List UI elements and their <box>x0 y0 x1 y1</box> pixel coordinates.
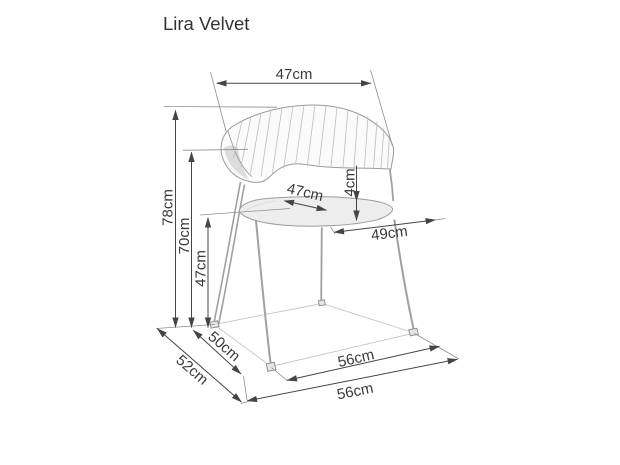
label-back-width: 47cm <box>276 66 313 83</box>
dimension-lines <box>156 80 458 403</box>
back-right-leg <box>320 227 323 302</box>
front-left-leg <box>254 215 272 363</box>
backrest-pleats <box>233 105 390 177</box>
label-total-width: 56cm <box>336 380 375 404</box>
dim-seat-span-line <box>333 217 436 235</box>
dim-total-width-line <box>246 358 458 403</box>
label-total-height: 78cm <box>160 189 177 226</box>
chair-backrest <box>220 104 395 183</box>
label-seat-height: 47cm <box>193 250 210 287</box>
floor-projection <box>212 303 417 367</box>
witness-lines <box>155 69 460 404</box>
page-title: Lira Velvet <box>163 13 249 34</box>
back-right-foot <box>317 299 326 307</box>
back-left-leg <box>213 181 242 323</box>
label-seat-span: 49cm <box>370 223 408 244</box>
backrest-inner-edge <box>227 130 253 177</box>
label-seat-thickness: 4cm <box>342 168 359 196</box>
dim-total-depth-line <box>156 328 242 403</box>
label-back-height: 70cm <box>176 218 193 255</box>
chair-feet <box>209 299 419 372</box>
label-total-depth: 52cm <box>173 352 212 389</box>
front-right-leg-upper <box>388 169 395 202</box>
dim-seat-width-line <box>283 199 327 212</box>
back-left-leg-2 <box>217 184 246 325</box>
armrest-shadow <box>224 145 249 180</box>
